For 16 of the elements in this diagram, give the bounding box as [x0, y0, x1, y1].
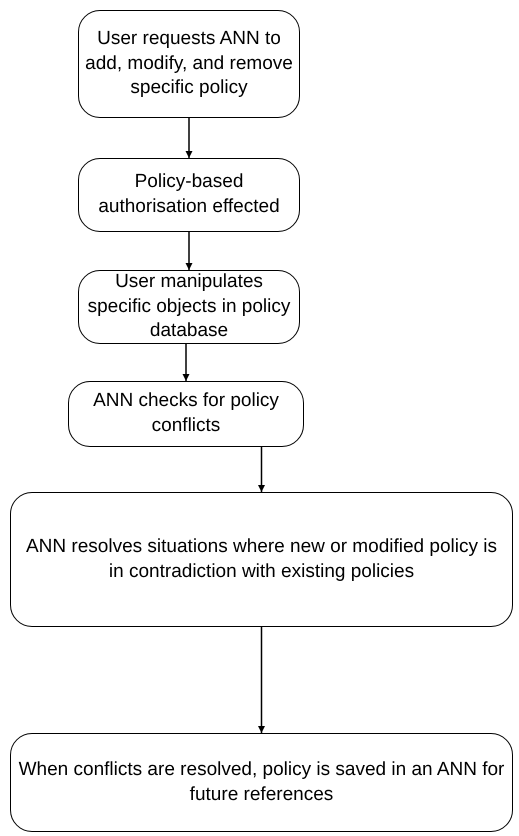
arrow — [258, 447, 265, 492]
step-text: When conflicts are resolved, policy is saved in an ANN for future references — [18, 758, 506, 806]
process-box — [78, 10, 300, 118]
step-text: ANN checks for policy conflicts — [92, 389, 280, 438]
step-text: ANN resolves situations where new or modified policy is in contradiction with existing policies — [25, 534, 498, 584]
arrow — [182, 344, 190, 381]
process-box — [78, 158, 300, 232]
arrow — [186, 118, 192, 158]
process-box — [68, 381, 304, 447]
arrow — [258, 627, 265, 733]
process-box — [10, 492, 513, 627]
arrow — [186, 232, 192, 270]
process-box — [10, 733, 513, 832]
step-text: User manipulates specific objects in policy database — [86, 270, 292, 344]
step-text: Policy-based authorisation effected — [97, 170, 281, 219]
step-text: User requests ANN to add, modify, and remove specific policy — [85, 26, 293, 100]
